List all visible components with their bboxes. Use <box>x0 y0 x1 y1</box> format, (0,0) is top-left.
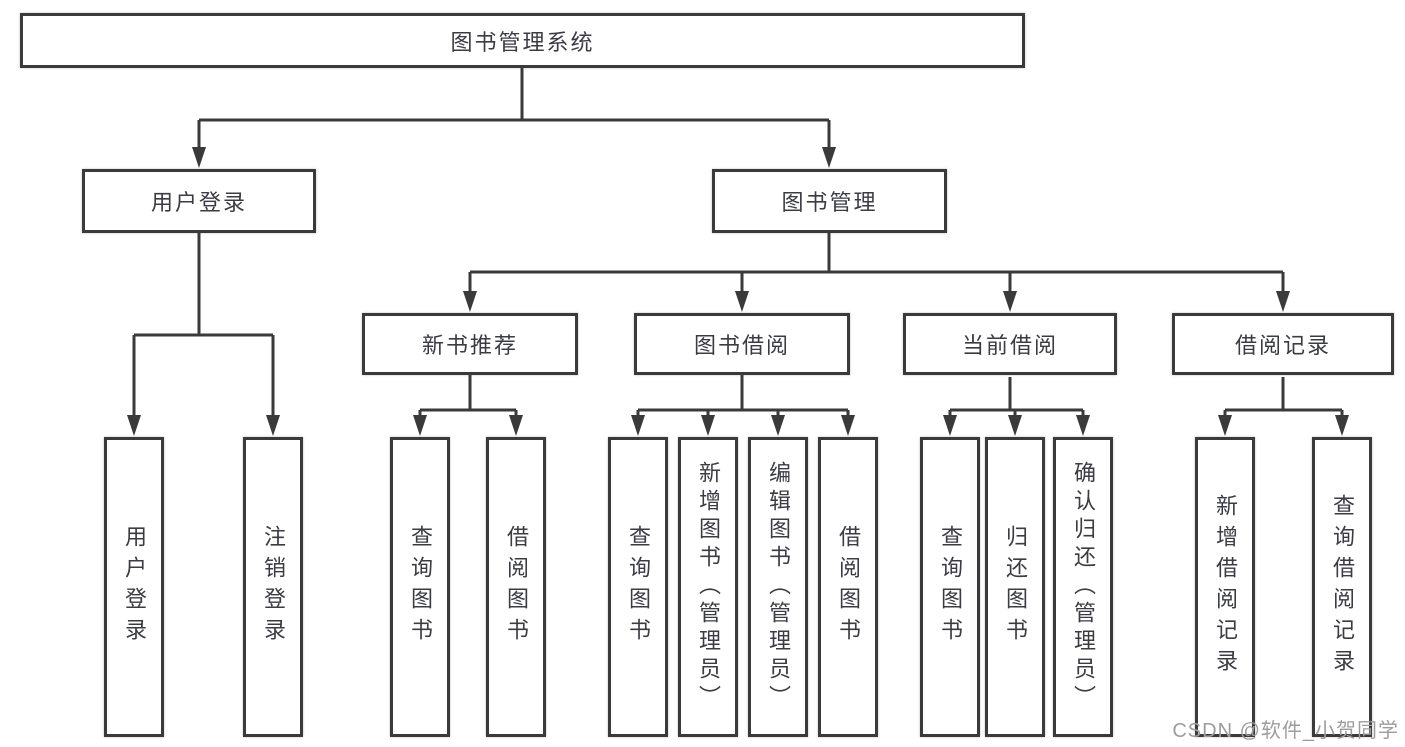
node-label: 借阅记录 <box>1234 333 1331 358</box>
node-label: 查询图书 <box>408 525 433 649</box>
node-borrow-records: 借阅记录 <box>1172 313 1394 375</box>
node-user-login: 用户登录 <box>82 169 316 233</box>
leaf-borrow-books-recommend: 借阅图书 <box>486 437 546 737</box>
node-book-management: 图书管理 <box>712 169 947 233</box>
node-label: 用户登录 <box>150 190 247 215</box>
node-label: 用户登录 <box>122 525 147 649</box>
leaf-query-books-borrow: 查询图书 <box>608 437 668 737</box>
node-label: 图书管理 <box>781 190 878 215</box>
leaf-add-borrow-record: 新增借阅记录 <box>1195 437 1255 737</box>
node-label: 新增图书（管理员） <box>696 461 721 713</box>
node-label: 查询图书 <box>626 525 651 649</box>
node-label: 查询借阅记录 <box>1330 494 1355 680</box>
node-label: 新增借阅记录 <box>1213 494 1238 680</box>
leaf-confirm-return-admin: 确认归还（管理员） <box>1053 437 1113 737</box>
leaf-add-book-admin: 新增图书（管理员） <box>678 437 738 737</box>
node-label: 借阅图书 <box>836 525 861 649</box>
leaf-query-books-current: 查询图书 <box>920 437 980 737</box>
watermark: CSDN @软件_小贺同学 <box>1172 720 1399 742</box>
node-label: 编辑图书（管理员） <box>766 461 791 713</box>
leaf-logout: 注销登录 <box>243 437 303 737</box>
node-library-management-system: 图书管理系统 <box>20 13 1025 68</box>
leaf-user-login: 用户登录 <box>104 437 164 737</box>
node-label: 当前借阅 <box>961 333 1058 358</box>
leaf-query-books-recommend: 查询图书 <box>390 437 450 737</box>
node-book-borrow: 图书借阅 <box>634 313 850 375</box>
leaf-return-book: 归还图书 <box>985 437 1045 737</box>
leaf-borrow-books: 借阅图书 <box>818 437 878 737</box>
node-label: 确认归还（管理员） <box>1071 461 1096 713</box>
node-label: 注销登录 <box>261 525 286 649</box>
node-label: 归还图书 <box>1003 525 1028 649</box>
node-label: 图书管理系统 <box>450 29 595 55</box>
node-label: 借阅图书 <box>504 525 529 649</box>
node-label: 查询图书 <box>938 525 963 649</box>
node-new-book-recommend: 新书推荐 <box>362 313 578 375</box>
node-current-borrow: 当前借阅 <box>903 313 1117 375</box>
arrowheads <box>127 147 1349 436</box>
leaf-query-borrow-record: 查询借阅记录 <box>1312 437 1372 737</box>
leaf-edit-book-admin: 编辑图书（管理员） <box>748 437 808 737</box>
node-label: 新书推荐 <box>421 333 518 358</box>
node-label: 图书借阅 <box>693 333 790 358</box>
